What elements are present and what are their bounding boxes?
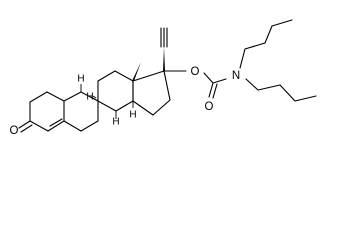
methyl-wedge (132, 62, 141, 81)
ring-d (132, 70, 171, 116)
ethynyl-group (160, 27, 168, 71)
butyl-chain-upper (239, 19, 293, 69)
h10-label: H (77, 74, 84, 85)
ring-c (97, 70, 134, 112)
carbamate-group (163, 70, 227, 99)
ketone-oxygen: O (10, 125, 19, 137)
nitrogen-atom: N (232, 70, 240, 82)
stereo-h10: H (77, 74, 85, 92)
carbonyl-oxygen: O (205, 101, 214, 113)
stereo-h8: H (86, 92, 99, 103)
h14-label: H (129, 110, 136, 121)
h8-label: H (86, 92, 93, 103)
stereo-h14: H (129, 101, 137, 121)
h9-label: H (112, 117, 119, 128)
ester-oxygen: O (191, 66, 200, 78)
ring-b (63, 91, 99, 132)
stereo-h9: H (112, 111, 120, 128)
chemical-structure: H H H H O O O N (10, 19, 317, 137)
butyl-chain-lower (245, 78, 317, 102)
ring-a (18, 91, 65, 133)
